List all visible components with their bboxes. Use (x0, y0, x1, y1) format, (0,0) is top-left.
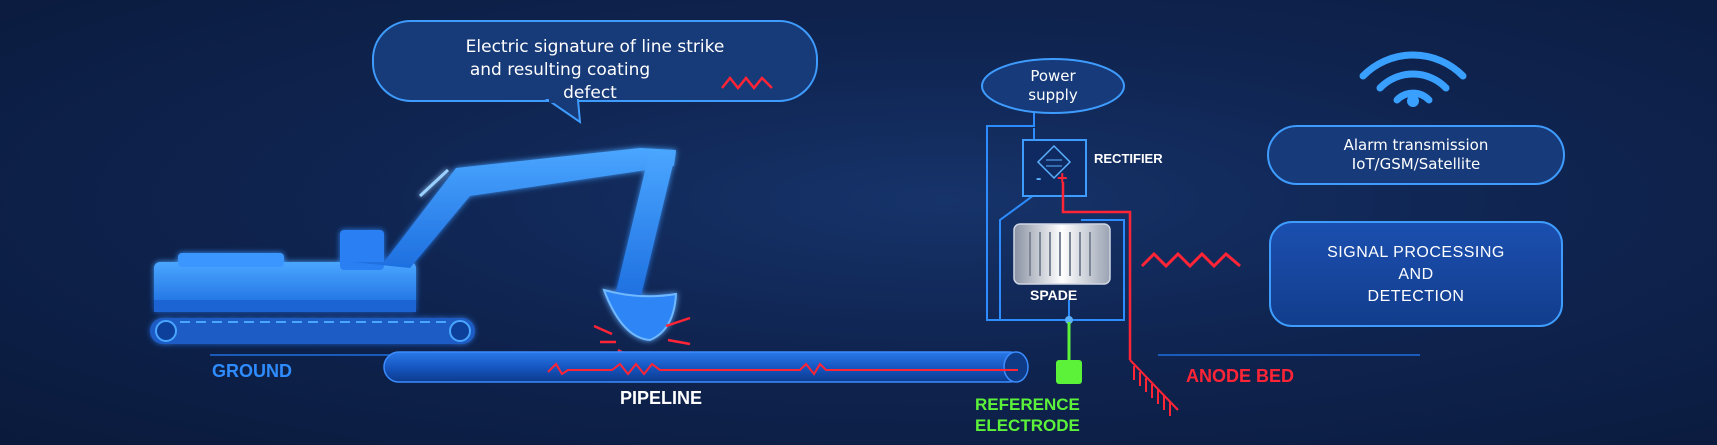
signal-processing-line-1: SIGNAL PROCESSING (1327, 244, 1505, 261)
pipeline-label: PIPELINE (620, 388, 703, 408)
reference-line-1: REFERENCE (975, 395, 1080, 414)
pipeline-signal-wave (547, 362, 1018, 376)
rectifier-label: RECTIFIER (1094, 151, 1163, 166)
rectifier-box (1022, 139, 1087, 197)
alarm-line-2: IoT/GSM/Satellite (1351, 155, 1481, 173)
signal-processing-line-3: DETECTION (1367, 288, 1465, 305)
power-supply-line-2: supply (1028, 86, 1078, 104)
power-supply-text: Power supply (990, 67, 1116, 105)
reference-electrode (1056, 322, 1082, 384)
reference-line-2: ELECTRODE (975, 416, 1080, 435)
reference-electrode-label: REFERENCE ELECTRODE (975, 394, 1080, 436)
callout-bubble (372, 20, 818, 125)
junction-dot (1065, 316, 1073, 324)
callout-text: Electric signature of line strike and re… (383, 36, 807, 105)
ground-label: GROUND (212, 361, 292, 381)
power-supply-node (981, 58, 1125, 114)
signal-processing-text: SIGNAL PROCESSING AND DETECTION (1270, 242, 1562, 308)
pipeline (383, 351, 1029, 383)
spade-device (1013, 223, 1111, 285)
callout-line-1: Electric signature of line strike (465, 37, 725, 57)
rectifier-plus: + (1057, 168, 1068, 188)
power-supply-line-1: Power (1030, 67, 1076, 85)
anode-wire (1061, 182, 1132, 360)
anode-bed-label: ANODE BED (1186, 366, 1295, 386)
alarm-text: Alarm transmission IoT/GSM/Satellite (1270, 136, 1562, 174)
excavator-icon (150, 148, 678, 344)
rectifier-minus: - (1036, 170, 1042, 187)
alarm-box (1267, 125, 1565, 185)
alarm-line-1: Alarm transmission (1343, 136, 1489, 154)
signal-processing-box (1269, 221, 1563, 327)
signal-processing-line-2: AND (1398, 266, 1434, 283)
anode-bed (1129, 359, 1179, 416)
callout-signal-wave (721, 75, 773, 91)
spade-label: SPADE (1030, 287, 1078, 303)
callout-line-2: and resulting coating (469, 60, 651, 80)
processing-signal-wave (1140, 251, 1241, 269)
wifi-icon (1359, 51, 1467, 107)
callout-line-3: defect (563, 83, 617, 103)
